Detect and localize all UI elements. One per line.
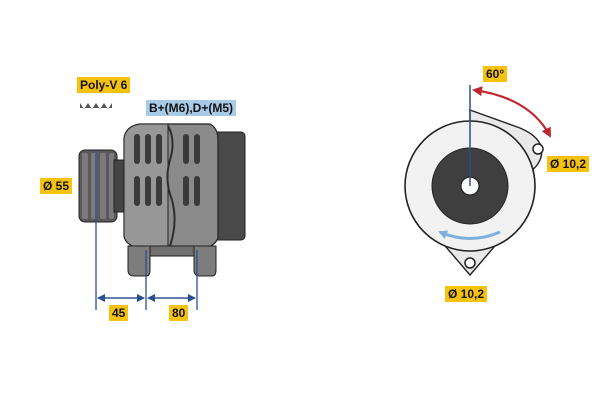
side-view xyxy=(78,103,246,310)
dim-80-label: 80 xyxy=(169,305,189,321)
belt-type-label: Poly-V 6 xyxy=(77,77,131,93)
dimension-lines xyxy=(95,150,198,310)
upper-hole-diameter-label: Ø 10,2 xyxy=(547,156,590,172)
lower-mount-hole-icon xyxy=(464,257,476,269)
angle-label: 60° xyxy=(483,66,508,82)
poly-v-profile-icon xyxy=(80,103,112,109)
upper-mount-hole-icon xyxy=(532,143,544,155)
pulley-diameter-label: Ø 55 xyxy=(40,178,73,194)
alternator-body xyxy=(123,123,246,277)
terminals-label: B+(M6),D+(M5) xyxy=(146,100,237,116)
rotation-direction-arrow-icon xyxy=(438,230,501,240)
front-view xyxy=(404,85,551,277)
pulley xyxy=(78,149,127,223)
dim-45-label: 45 xyxy=(109,305,129,321)
lower-hole-diameter-label: Ø 10,2 xyxy=(445,286,488,302)
